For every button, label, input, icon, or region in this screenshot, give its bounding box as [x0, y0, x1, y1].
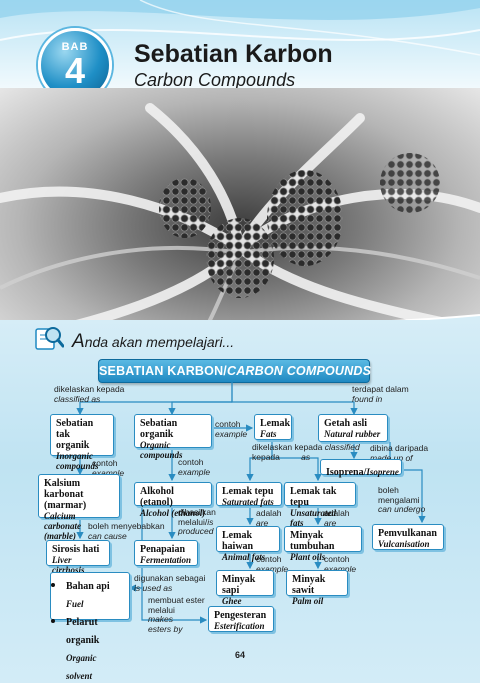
- node-fats: Lemak Fats: [254, 414, 292, 440]
- chapter-number: 4: [64, 50, 86, 91]
- node-calcium-carbonate: Kalsium karbonat (marmar) Calcium carbon…: [38, 474, 120, 541]
- node-unsaturated-fats: Lemak tak tepu Unsaturated fats: [284, 482, 356, 528]
- page-number: 64: [234, 650, 245, 660]
- node-isoprene: Isoprena/Isoprene: [320, 459, 402, 478]
- node-ghee: Minyak sapi Ghee: [216, 570, 274, 606]
- node-natural-rubber: Getah asli Natural rubber: [318, 414, 388, 442]
- node-fermentation: Penapaian Fermentation: [134, 540, 198, 566]
- node-esterification: Pengesteran Esterification: [208, 606, 274, 632]
- node-plant-oils: Minyak tumbuhan Plant oils: [284, 526, 362, 562]
- concept-map-title: SEBATIAN KARBON/CARBON COMPOUNDS: [98, 359, 371, 383]
- chapter-label: BAB: [61, 41, 89, 53]
- chapter-title-english: Carbon Compounds: [134, 70, 296, 90]
- magnifier-book-icon: [35, 327, 64, 350]
- node-alcohol: Alkohol (etanol) Alcohol (ethanol): [134, 482, 212, 518]
- node-organic-compounds: Sebatian organik Organic compounds: [134, 414, 212, 460]
- node-animal-fats: Lemak haiwan Animal fats: [216, 526, 280, 562]
- node-liver-cirrhosis: Sirosis hati Liver cirrhosis: [46, 540, 110, 575]
- learning-heading: Anda akan mempelajari...: [72, 331, 235, 352]
- chapter-title-malay: Sebatian Karbon: [134, 40, 333, 68]
- node-palm-oil: Minyak sawit Palm oil: [286, 570, 348, 606]
- node-vulcanisation: Pemvulkanan Vulcanisation: [372, 524, 444, 550]
- node-inorganic-compounds: Sebatian tak organik Inorganic compounds: [50, 414, 114, 471]
- node-saturated-fats: Lemak tepu Saturated fats: [216, 482, 282, 507]
